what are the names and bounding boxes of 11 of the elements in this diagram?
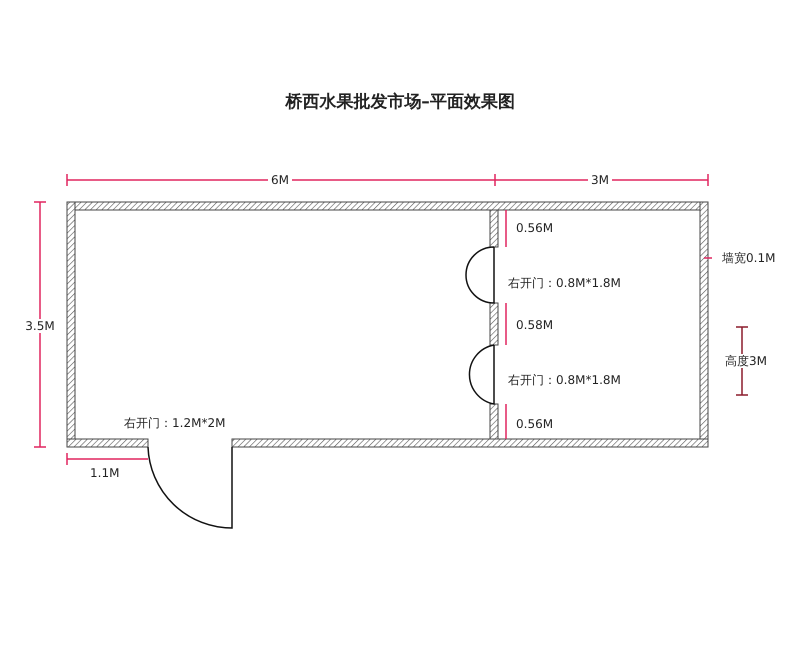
- dimension-label: 3M: [588, 173, 612, 187]
- dimension-label: 0.56M: [516, 221, 554, 235]
- dimension-label: 0.56M: [516, 417, 554, 431]
- door-size-label: 右开门：0.8M*1.8M: [508, 373, 621, 387]
- plan-title: 桥西水果批发市场–平面效果图: [284, 92, 516, 112]
- door-size-label: 右开门：0.8M*1.8M: [508, 276, 621, 290]
- door-size-label: 右开门：1.2M*2M: [124, 416, 226, 430]
- dimension-label: 6M: [268, 173, 292, 187]
- dimension-label: 1.1M: [90, 466, 120, 480]
- dimension-label: 0.58M: [516, 318, 554, 332]
- wall-thickness-label: 墙宽0.1M: [722, 251, 776, 265]
